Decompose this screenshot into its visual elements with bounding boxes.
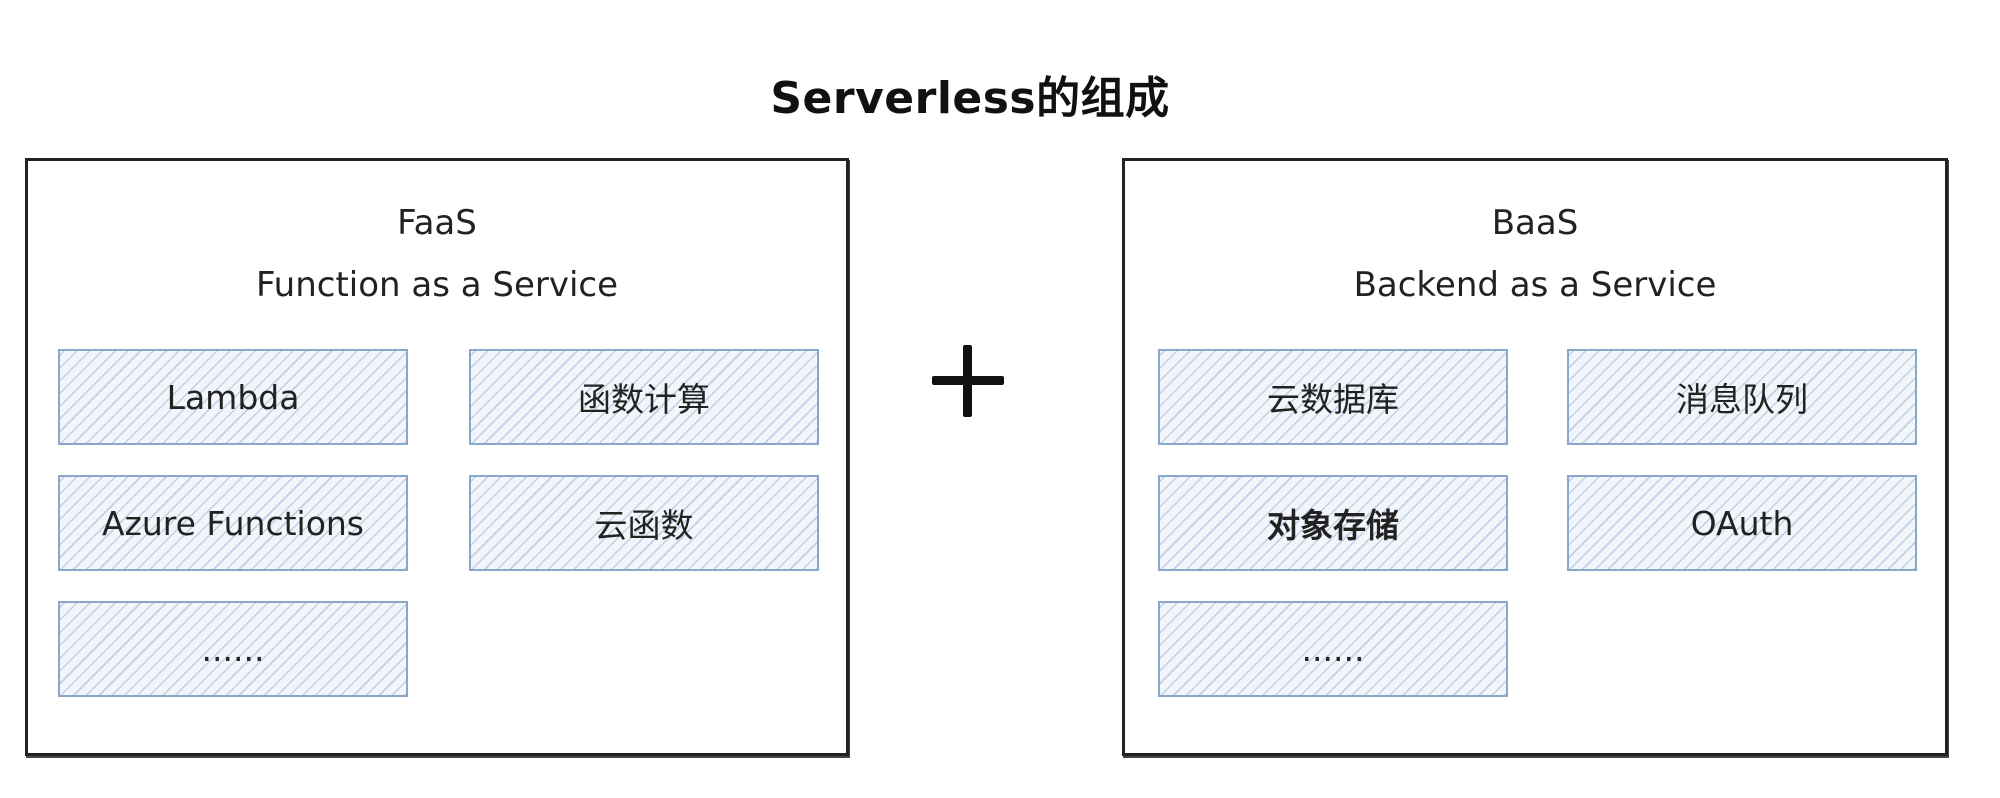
baas-full-name: Backend as a Service xyxy=(1353,265,1717,305)
plus-icon xyxy=(932,345,1004,417)
baas-item-cloud-database: 云数据库 xyxy=(1158,349,1508,445)
diagram-title: Serverless的组成 xyxy=(770,73,1170,124)
baas-panel: BaaS Backend as a Service 云数据库 消息队列 对象存储… xyxy=(1122,158,1948,756)
baas-abbr: BaaS xyxy=(1491,203,1579,243)
faas-item-azure-functions: Azure Functions xyxy=(58,475,408,571)
baas-item-message-queue: 消息队列 xyxy=(1567,349,1917,445)
faas-abbr: FaaS xyxy=(397,203,477,243)
faas-item-lambda: Lambda xyxy=(58,349,408,445)
baas-item-oauth: OAuth xyxy=(1567,475,1917,571)
faas-item-function-compute: 函数计算 xyxy=(469,349,819,445)
baas-item-more: ...... xyxy=(1158,601,1508,697)
faas-panel: FaaS Function as a Service Lambda 函数计算 A… xyxy=(25,158,849,756)
faas-item-cloud-functions: 云函数 xyxy=(469,475,819,571)
faas-item-more: ...... xyxy=(58,601,408,697)
baas-item-object-storage: 对象存储 xyxy=(1158,475,1508,571)
faas-full-name: Function as a Service xyxy=(255,265,619,305)
